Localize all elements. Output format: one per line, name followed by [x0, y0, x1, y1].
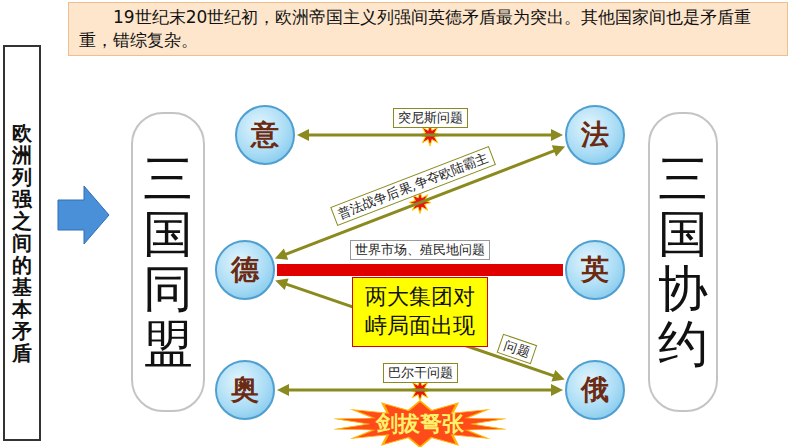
node-text: 三国同盟	[143, 152, 193, 372]
edge-label: 世界市场、殖民地问题	[350, 240, 490, 260]
country-circle: 德	[215, 240, 275, 300]
connector-line	[307, 134, 553, 137]
topic-box: 欧洲列强之间的基本矛盾	[3, 45, 41, 441]
text-holder: 欧洲列强之间的基本矛盾	[12, 122, 32, 364]
node-text: 两大集团对峙局面出现	[359, 283, 481, 340]
text-holder: 两大集团对峙局面出现	[359, 283, 481, 340]
connector-line	[287, 389, 553, 392]
callout-box: 两大集团对峙局面出现	[352, 277, 488, 346]
burst-star	[336, 401, 504, 447]
arrowhead	[551, 384, 563, 396]
node-text: 法	[581, 116, 609, 154]
text-holder: 英	[581, 251, 609, 289]
country-circle: 意	[235, 105, 295, 165]
text-holder: 德	[231, 251, 259, 289]
arrowhead	[277, 384, 289, 396]
arrowhead	[551, 129, 563, 141]
node-text: 欧洲列强之间的基本矛盾	[12, 122, 32, 364]
burst-shape: 剑拔弩张	[334, 401, 506, 447]
conflict-arrow	[275, 145, 565, 260]
edge-label: 突尼斯问题	[393, 108, 468, 128]
node-text: 俄	[581, 371, 609, 409]
pointer-arrow	[58, 186, 109, 244]
text-holder: 法	[581, 116, 609, 154]
edge-label: 巴尔干问题	[383, 363, 458, 383]
node-text: 剑拔弩张	[376, 409, 464, 439]
connector-line	[284, 150, 556, 255]
arrowhead	[275, 249, 288, 260]
node-text: 三国协约	[658, 152, 708, 372]
text-holder: 意	[251, 116, 279, 154]
alliance-box: 三国协约	[648, 112, 718, 412]
edge-label: 普法战争后果,争夺欧陆霸主	[331, 146, 497, 225]
connector-line	[277, 264, 563, 276]
text-holder: 三国协约	[658, 152, 708, 372]
country-circle: 俄	[565, 360, 625, 420]
arrowhead	[551, 370, 564, 381]
conflict-bar	[277, 270, 563, 271]
node-text: 意	[251, 116, 279, 154]
arrowhead	[297, 129, 309, 141]
node-text: 英	[581, 251, 609, 289]
country-circle: 英	[565, 240, 625, 300]
arrowhead	[552, 145, 565, 156]
conflict-arrow	[277, 384, 563, 396]
text-holder: 剑拔弩张	[376, 409, 464, 439]
text-holder: 三国同盟	[143, 152, 193, 372]
country-circle: 奥	[215, 360, 275, 420]
alliance-box: 三国同盟	[131, 112, 205, 412]
text-holder: 俄	[581, 371, 609, 409]
slide-title: 19世纪末20世纪初，欧洲帝国主义列强间英德矛盾最为突出。其他国家间也是矛盾重重…	[68, 2, 788, 56]
node-text: 德	[231, 251, 259, 289]
country-circle: 法	[565, 105, 625, 165]
conflict-arrow	[297, 129, 563, 141]
node-text: 奥	[231, 371, 259, 409]
arrowhead	[275, 279, 288, 290]
text-holder: 奥	[231, 371, 259, 409]
